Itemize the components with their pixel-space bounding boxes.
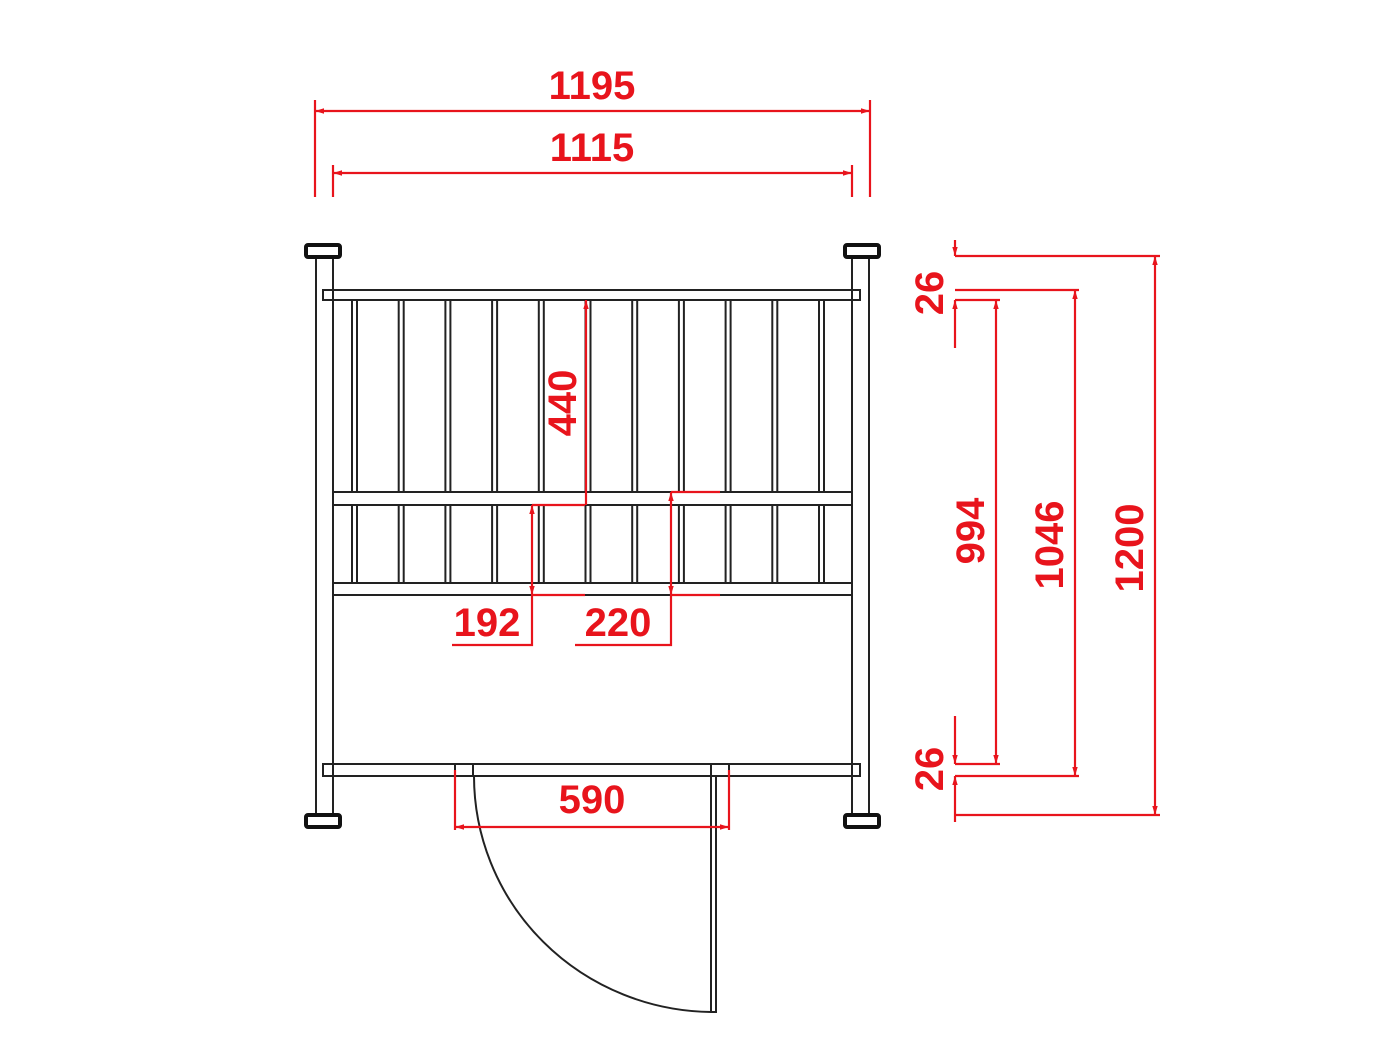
dim-label: 192	[454, 601, 521, 645]
top-rail	[322, 289, 861, 301]
baluster	[818, 299, 825, 493]
dim-label: 1046	[1028, 501, 1072, 590]
baluster	[818, 504, 825, 584]
baluster	[584, 504, 592, 584]
baluster	[677, 504, 685, 584]
baluster	[491, 504, 499, 584]
baluster	[677, 299, 685, 493]
baluster	[491, 299, 499, 493]
baluster	[724, 504, 732, 584]
dim-label: 1115	[550, 126, 635, 170]
dim-overall-height: 1200	[955, 254, 1160, 817]
baluster	[537, 299, 545, 493]
frame	[304, 243, 881, 1013]
baluster	[537, 504, 545, 584]
bottom-rail	[322, 763, 861, 777]
dim-inner-height: 994	[949, 298, 1000, 766]
balusters	[351, 299, 825, 584]
lower-rail	[332, 582, 853, 596]
dim-lower-pitch: 220	[575, 490, 720, 647]
right-post-bottom-cap	[843, 813, 881, 829]
baluster	[771, 299, 779, 493]
baluster	[444, 504, 452, 584]
dim-label: 26	[908, 747, 952, 792]
baluster	[397, 299, 405, 493]
dim-overall-width: 1195	[313, 64, 872, 197]
baluster	[444, 299, 452, 493]
door-left-stop	[454, 763, 474, 777]
dim-label: 440	[541, 370, 585, 437]
dim-label: 590	[559, 778, 626, 822]
dim-bottom-offset: 26	[908, 716, 958, 822]
baluster	[351, 504, 358, 584]
dim-upper-panel: 440	[541, 300, 589, 505]
right-post	[851, 256, 870, 816]
baluster	[631, 299, 639, 493]
dim-label: 220	[585, 601, 652, 645]
left-post	[315, 256, 334, 816]
door-right-stop	[710, 763, 730, 777]
dim-rail-height: 1046	[955, 288, 1079, 778]
dim-top-offset: 26	[908, 240, 958, 348]
dim-door-width: 590	[453, 770, 731, 830]
dim-label: 1195	[549, 64, 636, 108]
left-post-bottom-cap	[304, 813, 342, 829]
dim-lower-panel: 192	[452, 503, 585, 647]
dim-inner-width: 1115	[331, 126, 854, 197]
right-post-top-cap	[843, 243, 881, 259]
dim-label: 26	[908, 271, 952, 316]
left-post-top-cap	[304, 243, 342, 259]
middle-rail	[332, 491, 853, 506]
baluster	[351, 299, 358, 493]
baluster	[397, 504, 405, 584]
baluster	[771, 504, 779, 584]
baluster	[724, 299, 732, 493]
door-leaf	[710, 775, 717, 1013]
dim-label: 1200	[1108, 504, 1152, 593]
baluster	[631, 504, 639, 584]
dim-label: 994	[949, 497, 993, 564]
